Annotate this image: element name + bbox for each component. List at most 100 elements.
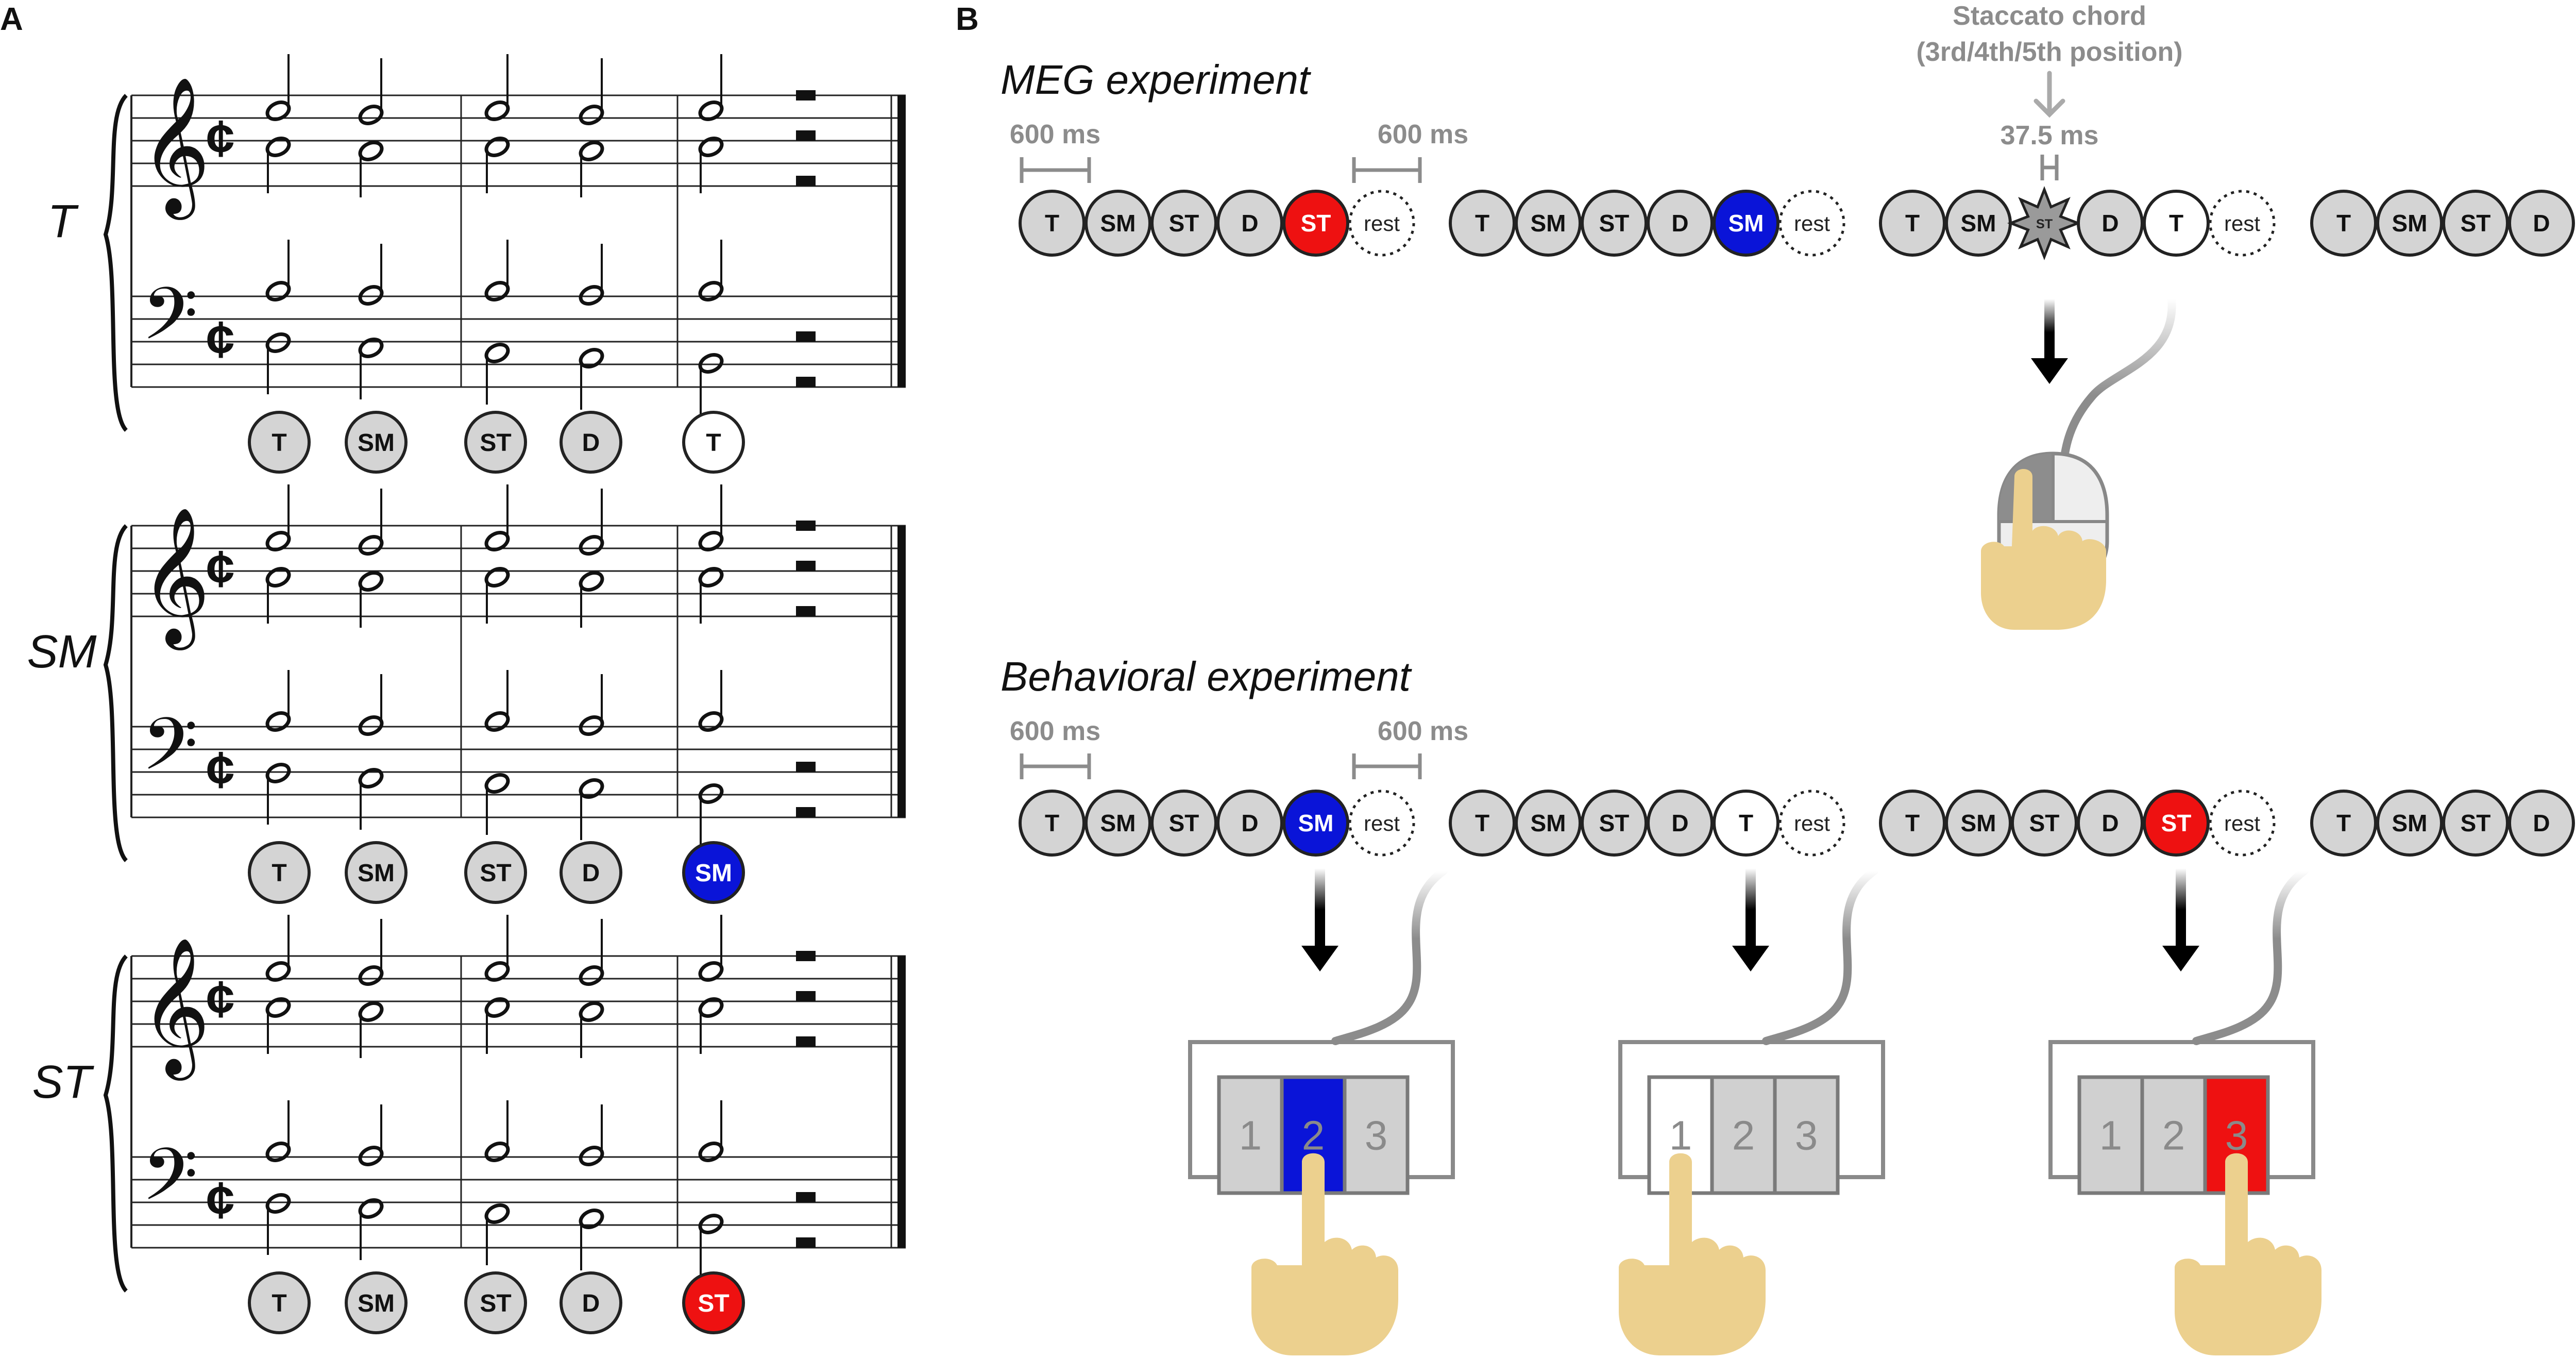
brace bbox=[103, 954, 128, 1293]
chord-label: D bbox=[582, 860, 600, 887]
chord-label: ST bbox=[2029, 810, 2060, 836]
key-3[interactable]: 3 bbox=[1343, 1075, 1410, 1195]
behavioral-title: Behavioral experiment bbox=[1001, 653, 1412, 699]
bass-clef-icon: 𝄢 bbox=[142, 274, 198, 372]
bass-clef-icon: 𝄢 bbox=[142, 1135, 198, 1233]
chord-label: T bbox=[272, 1290, 286, 1317]
chord-circle-d: D bbox=[1647, 190, 1714, 257]
chord-circle-sm: SM bbox=[345, 841, 408, 904]
press-arrow bbox=[1315, 868, 1325, 951]
chord-circle-st: ST bbox=[1581, 190, 1648, 257]
panel-a-letter: A bbox=[0, 2, 23, 37]
staccato-bracket bbox=[2040, 155, 2059, 180]
chord-label: SM bbox=[1961, 810, 1996, 836]
chord-circle-t: T bbox=[1713, 790, 1780, 857]
press-arrow bbox=[2176, 868, 2186, 951]
chord-label: T bbox=[1905, 810, 1920, 836]
chord-circle-t: T bbox=[2310, 190, 2377, 257]
chord-circle-d: D bbox=[2508, 790, 2575, 857]
press-arrow bbox=[1745, 868, 1756, 951]
chord-circle-sm: SM bbox=[1515, 790, 1582, 857]
chord-circle-st: ST bbox=[1282, 190, 1349, 257]
chord-label: T bbox=[272, 860, 286, 887]
key-2[interactable]: 2 bbox=[1710, 1075, 1777, 1195]
chord-label: ST bbox=[480, 429, 511, 457]
chord-label: SM bbox=[1961, 210, 1996, 237]
key-1[interactable]: 1 bbox=[2077, 1075, 2144, 1195]
key-1[interactable]: 1 bbox=[1217, 1075, 1284, 1195]
key-label: 1 bbox=[1669, 1113, 1692, 1159]
treble-clef-icon: 𝄞 bbox=[140, 78, 210, 220]
beh-interval-left-bracket bbox=[1020, 753, 1091, 779]
chord-circle-st: ST bbox=[2442, 190, 2509, 257]
chord-label: SM bbox=[1100, 210, 1136, 237]
chord-circle-t: T bbox=[1019, 790, 1086, 857]
keypad-cable bbox=[1762, 867, 1878, 1045]
chord-circle-t: T bbox=[248, 411, 311, 474]
key-3[interactable]: 3 bbox=[1773, 1075, 1840, 1195]
chord-label: D bbox=[1671, 210, 1688, 237]
hand-icon bbox=[1251, 1153, 1398, 1355]
chord-label: ST bbox=[2461, 210, 2491, 237]
chord-label: SM bbox=[695, 860, 732, 887]
rest-circle: rest bbox=[1348, 190, 1415, 257]
chord-label: ST bbox=[1169, 810, 1199, 836]
mouse-response bbox=[1981, 295, 2176, 630]
chord-label: ST bbox=[2461, 810, 2491, 836]
chord-label: T bbox=[1475, 810, 1489, 836]
key-label: 1 bbox=[1239, 1113, 1262, 1159]
chord-circle-st: ST bbox=[2143, 790, 2210, 857]
staccato-line1: Staccato chord bbox=[1953, 1, 2146, 31]
chord-circle-d: D bbox=[1216, 190, 1283, 257]
chord-circle-d: D bbox=[560, 1271, 622, 1334]
staccato-arrow bbox=[2033, 71, 2065, 118]
chord-circle-d: D bbox=[560, 841, 622, 904]
key-1[interactable]: 1 bbox=[1647, 1075, 1714, 1195]
chord-label: T bbox=[2169, 210, 2183, 237]
panel-b-letter: B bbox=[956, 2, 979, 37]
chord-circle-sm: SM bbox=[682, 841, 745, 904]
chord-label: T bbox=[2336, 810, 2351, 836]
chord-label: SM bbox=[2392, 810, 2428, 836]
chord-label: T bbox=[1045, 210, 1059, 237]
chord-circle-d: D bbox=[1216, 790, 1283, 857]
chord-circle-st: ST bbox=[464, 841, 527, 904]
chord-circle-st: ST bbox=[682, 1271, 745, 1334]
key-2[interactable]: 2 bbox=[2140, 1075, 2207, 1195]
chord-label: ST bbox=[1599, 810, 1630, 836]
chord-circle-t: T bbox=[1879, 790, 1946, 857]
chord-circle-st: ST bbox=[464, 411, 527, 474]
meg-title: MEG experiment bbox=[1001, 57, 1311, 103]
chord-label: SM bbox=[1531, 210, 1566, 237]
chord-label: T bbox=[2336, 210, 2351, 237]
meg-interval-left: 600 ms bbox=[1010, 120, 1100, 149]
chord-circle-st: ST bbox=[1150, 790, 1217, 857]
key-label: 2 bbox=[1732, 1113, 1755, 1159]
chord-label: D bbox=[582, 429, 600, 457]
rest-label: rest bbox=[1364, 811, 1400, 835]
meg-interval-left-bracket bbox=[1020, 157, 1091, 183]
rest-label: rest bbox=[1794, 211, 1830, 236]
meg-press-arrow bbox=[2031, 299, 2068, 384]
key-label: 3 bbox=[1365, 1113, 1388, 1159]
chord-circle-t: T bbox=[1879, 190, 1946, 257]
chord-circle-sm: SM bbox=[1084, 190, 1151, 257]
chord-label: SM bbox=[358, 860, 395, 887]
chord-label: T bbox=[272, 429, 286, 457]
beh-interval-right-bracket bbox=[1352, 753, 1422, 779]
hand-icon bbox=[2175, 1153, 2321, 1355]
chord-label: SM bbox=[2392, 210, 2428, 237]
